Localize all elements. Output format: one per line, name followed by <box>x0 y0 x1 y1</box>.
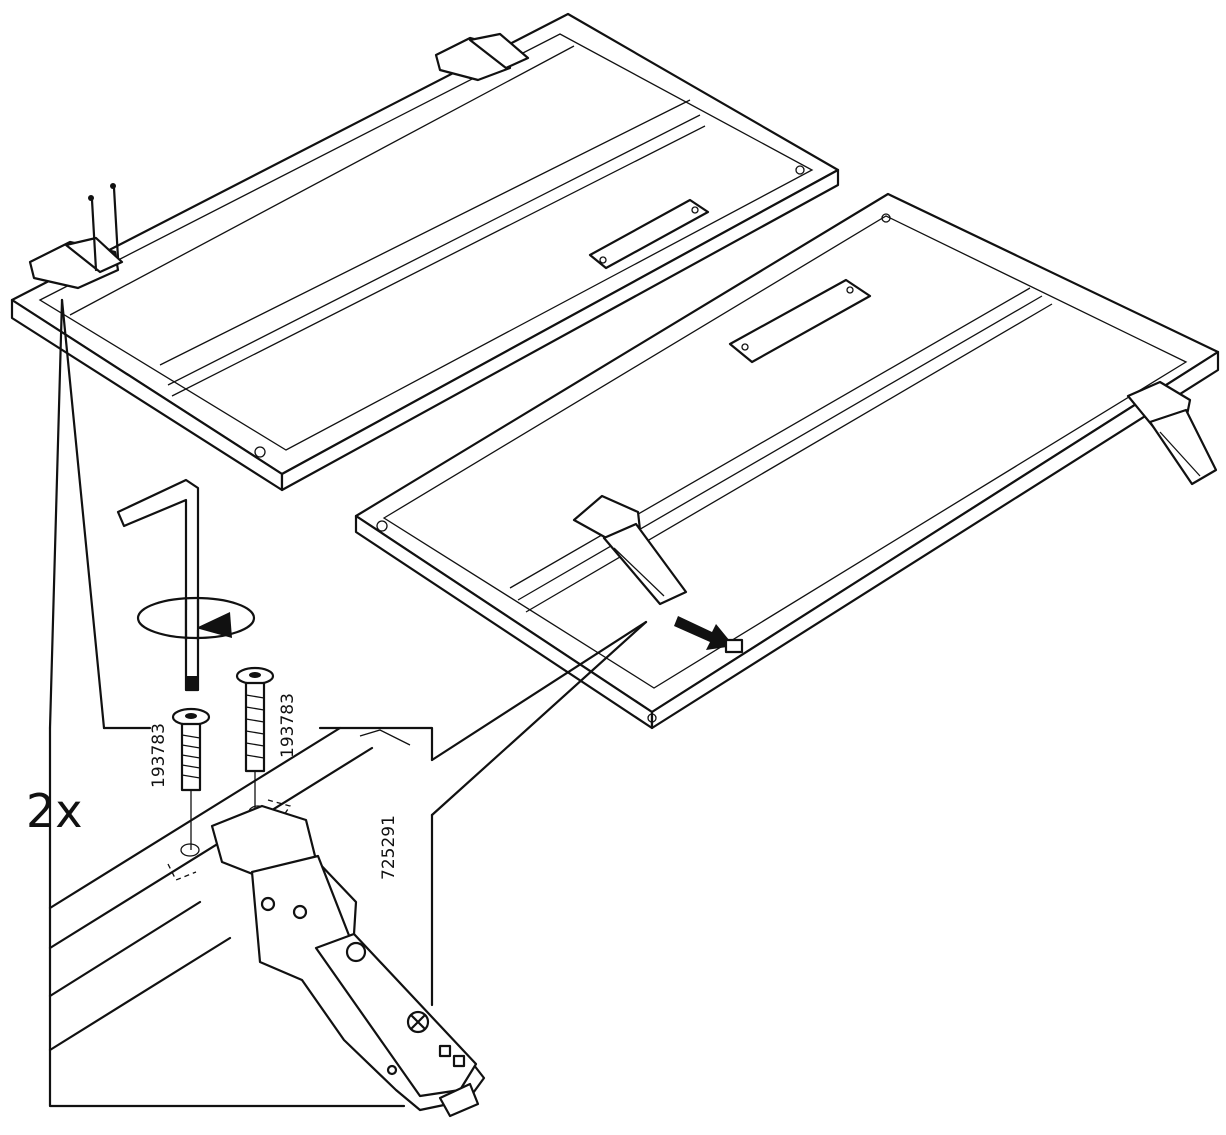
screw-icon <box>235 666 275 812</box>
hinge-icon <box>210 804 486 1118</box>
push-arrow-icon <box>674 616 734 650</box>
hinge-icon <box>1126 380 1218 486</box>
detail-inset <box>48 478 486 1118</box>
rotate-arrow-icon <box>136 596 256 642</box>
quantity-label: 2x <box>26 784 83 838</box>
upper-door-panel <box>10 12 840 492</box>
part-number-screw-left: 193783 <box>149 723 169 788</box>
allen-key-icon <box>116 478 200 692</box>
callout-lines <box>48 298 648 1108</box>
part-number-hinge: 725291 <box>379 815 399 880</box>
screw-icon <box>171 707 211 850</box>
hinge-icon <box>572 494 688 606</box>
hinge-icon <box>434 32 530 82</box>
screw-icon <box>88 183 120 272</box>
part-number-screw-right: 193783 <box>278 693 298 758</box>
lower-door-panel <box>354 192 1220 730</box>
